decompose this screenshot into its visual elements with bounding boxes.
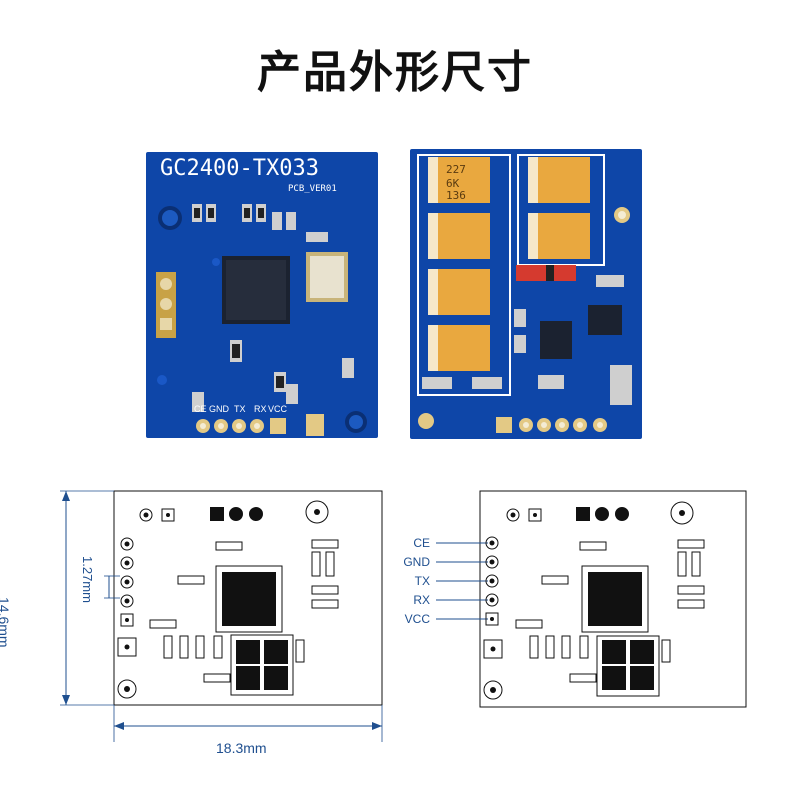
dimension-pitch-label: 1.27mm [80, 556, 95, 603]
module-back-photo: 227 6K 136 [410, 149, 642, 439]
pin-label-gnd: GND [403, 555, 430, 569]
dimension-drawing [0, 480, 400, 783]
capacitor-code-2: 6K [446, 177, 460, 190]
pcb-pin-label-tx: TX [234, 404, 246, 414]
pin-label-tx: TX [414, 574, 430, 588]
pcb-pin-label-vcc: VCC [268, 404, 288, 414]
capacitor-code-3: 136 [446, 189, 466, 202]
pcb-model-text: GC2400-TX033 [160, 156, 319, 181]
dimension-drawing-svg [60, 490, 383, 742]
pcb-back-graphic [410, 149, 642, 439]
pinout-drawing: CE GND TX RX VCC [400, 480, 790, 783]
module-front-photo: GC2400-TX033 PCB_VER01 CE GND TX RX VCC [146, 152, 378, 438]
pcb-front-graphic [146, 152, 378, 438]
pin-label-vcc: VCC [404, 612, 430, 626]
pcb-pin-label-gnd: GND [209, 404, 229, 414]
dimension-height-label: 14.6mm [0, 597, 12, 648]
capacitor-code-1: 227 [446, 163, 466, 176]
pcb-version-text: PCB_VER01 [288, 184, 337, 194]
dimension-width-label: 18.3mm [216, 740, 267, 756]
pcb-pin-label-ce: CE [194, 404, 207, 414]
pin-label-ce: CE [413, 536, 430, 550]
page-title: 产品外形尺寸 [257, 47, 533, 98]
pinout-drawing-svg [436, 490, 747, 708]
pcb-pin-label-rx: RX [254, 404, 267, 414]
pin-label-rx: RX [413, 593, 430, 607]
